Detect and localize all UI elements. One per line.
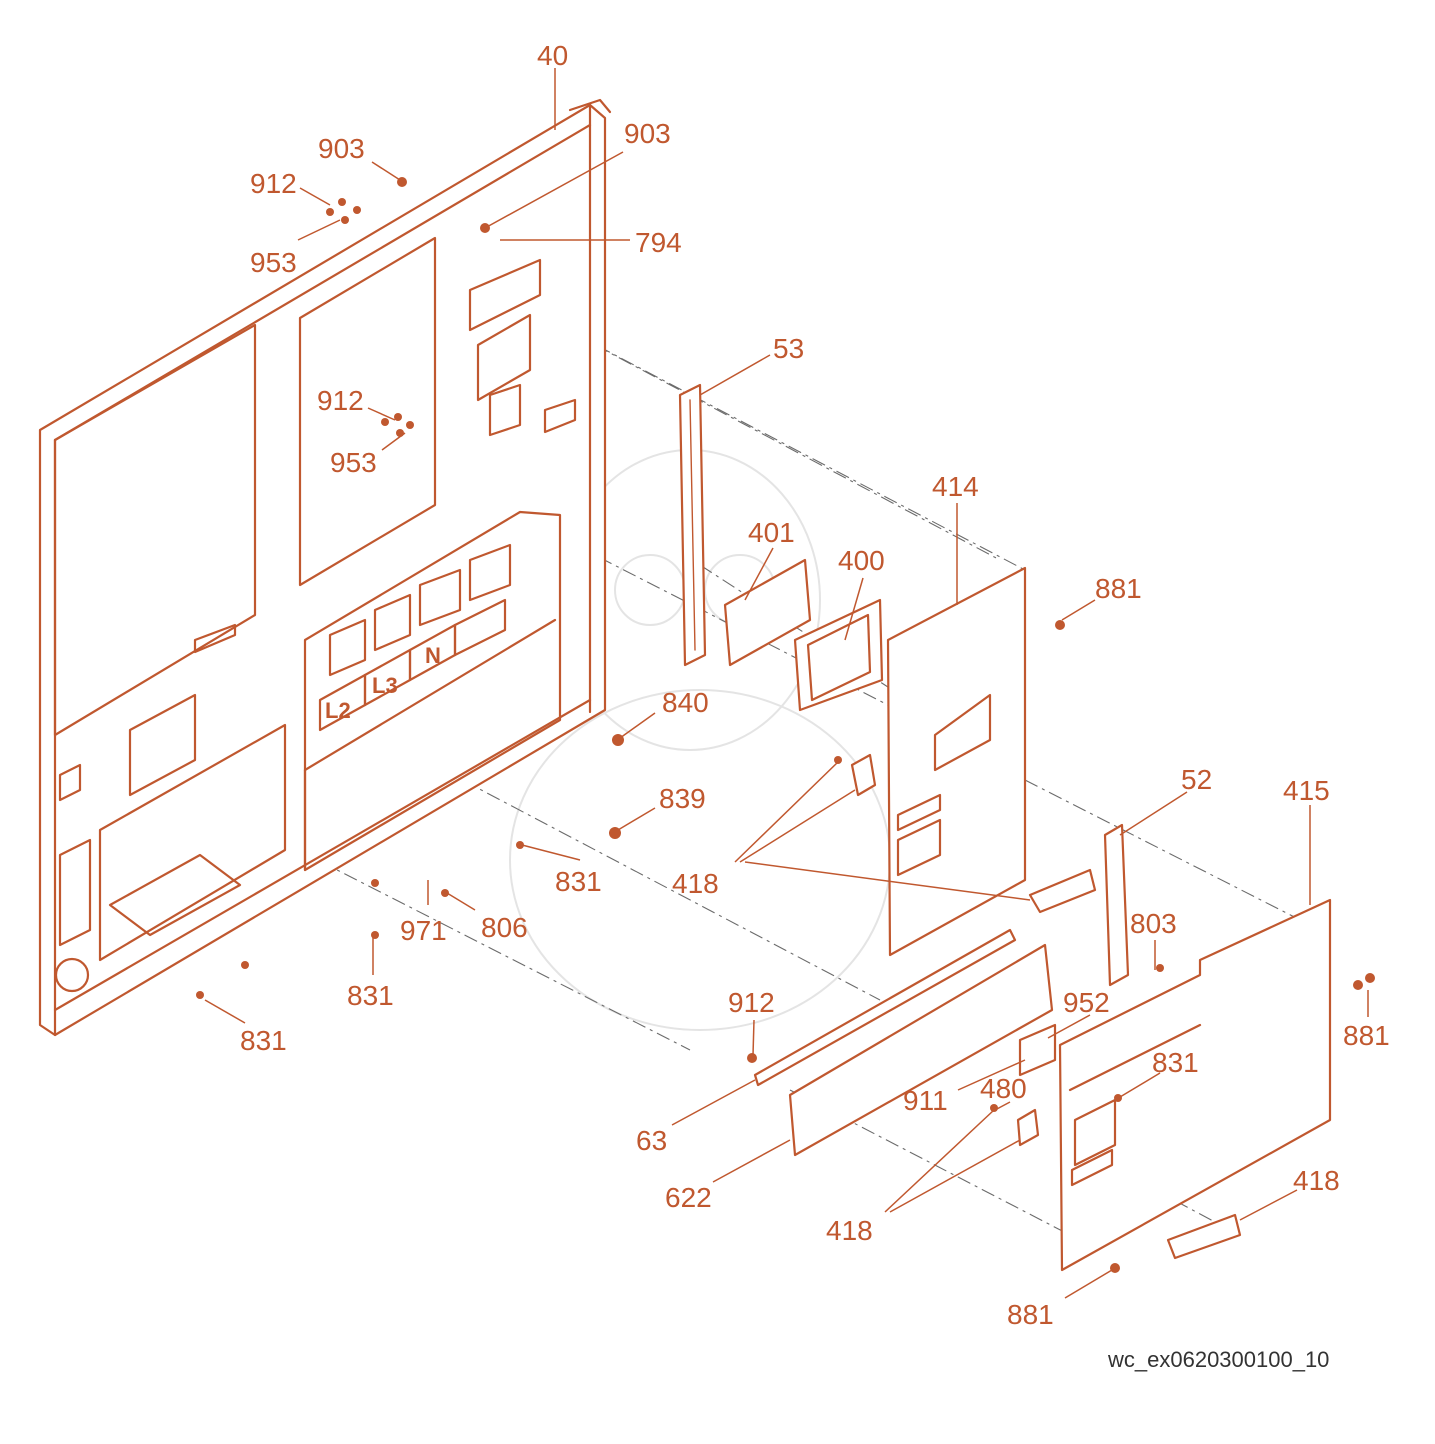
part-label-806: 806 [481,912,528,943]
part-label-912-bottom: 912 [728,987,775,1018]
part-label-63: 63 [636,1125,667,1156]
part-label-839: 839 [659,783,706,814]
part-label-414: 414 [932,471,979,502]
hinge-952 [1018,1023,1057,1077]
strips-622-63 [753,928,1054,1157]
part-label-831-lower: 831 [347,980,394,1011]
part-label-911: 911 [903,1085,948,1116]
part-label-794: 794 [635,227,682,258]
part-label-40: 40 [537,40,568,71]
part-label-840: 840 [662,687,709,718]
part-label-831-center: 831 [555,866,602,897]
drawing-code: wc_ex0620300100_10 [1107,1347,1329,1372]
rail-53 [678,383,707,667]
part-label-971: 971 [400,915,447,946]
part-label-803: 803 [1130,908,1177,939]
latch-parts-418 [850,753,1242,1260]
part-label-418-upper: 418 [672,868,719,899]
part-label-953-top: 953 [250,247,297,278]
terminal-label-l3: L3 [372,673,398,698]
gasket-400 [793,598,884,712]
part-number-labels: 40 903 903 912 953 794 53 912 953 414 40… [240,40,1390,1330]
part-label-400: 400 [838,545,885,576]
part-label-953-mid: 953 [330,447,377,478]
part-label-401: 401 [748,517,795,548]
part-label-622: 622 [665,1182,712,1213]
rail-52 [1103,823,1130,987]
part-label-480: 480 [980,1073,1027,1104]
part-label-903-right: 903 [624,118,671,149]
door-panel-415 [1058,898,1332,1272]
part-label-952: 952 [1063,987,1110,1018]
fasteners [196,177,1375,1273]
cover-plate-401 [723,558,812,667]
part-label-903-left: 903 [318,133,365,164]
terminal-block: L2 L3 N [318,543,512,732]
part-label-831-right: 831 [1152,1047,1199,1078]
part-label-881-right: 881 [1343,1020,1390,1051]
part-label-53: 53 [773,333,804,364]
part-label-415: 415 [1283,775,1330,806]
part-label-831-bottom-left: 831 [240,1025,287,1056]
door-panel-414 [886,566,1027,957]
part-label-418-lower: 418 [826,1215,873,1246]
part-label-881-bottom: 881 [1007,1299,1054,1330]
part-label-912-mid: 912 [317,385,364,416]
part-label-881-top: 881 [1095,573,1142,604]
leader-lines [204,68,1369,1299]
main-frame-40 [38,98,612,1037]
terminal-label-n: N [425,643,441,668]
part-label-52: 52 [1181,764,1212,795]
terminal-label-l2: L2 [325,698,351,723]
part-label-912-top: 912 [250,168,297,199]
part-label-418-right: 418 [1293,1165,1340,1196]
